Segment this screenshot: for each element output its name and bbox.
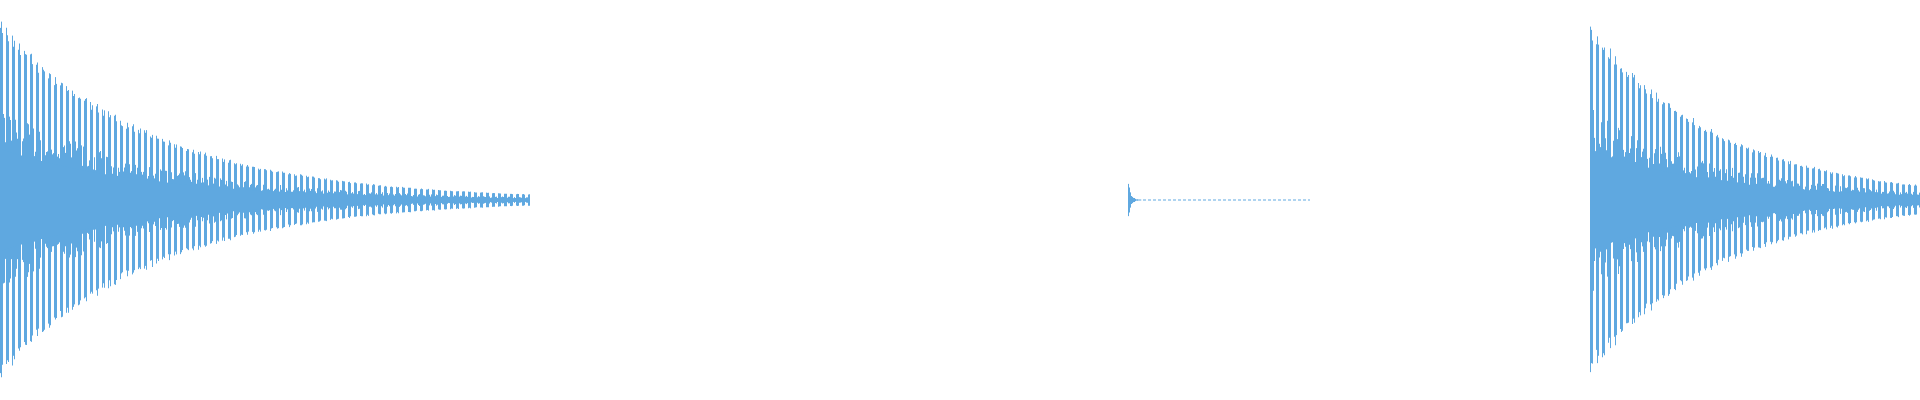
waveform-region-clip-1[interactable] [0, 21, 530, 378]
waveform-region-clip-3[interactable] [1590, 26, 1920, 373]
waveform-region-clip-2[interactable] [1128, 183, 1311, 217]
